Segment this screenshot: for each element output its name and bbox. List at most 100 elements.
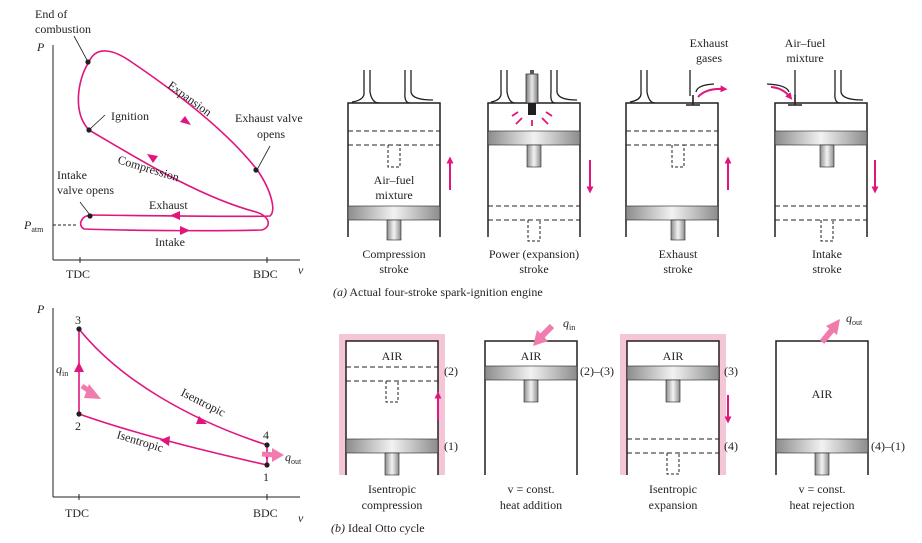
process-label-2: compression — [362, 498, 423, 512]
exhaust-valve-label-1: Exhaust valve — [235, 111, 303, 125]
intake-arrow — [180, 226, 190, 235]
end-combustion-label-1: End of — [35, 7, 67, 21]
ideal-engine-heat-rejection: qout AIR (4)–(1) v = const. heat rejecti… — [775, 311, 905, 512]
expansion-label: Expansion — [165, 78, 214, 119]
q-out-arrow — [819, 328, 835, 344]
exhaust-path-label: Exhaust — [149, 198, 188, 212]
connecting-rod — [384, 452, 400, 476]
state-3-label: 3 — [75, 313, 81, 327]
piston — [484, 365, 578, 381]
air-label: AIR — [663, 349, 684, 363]
intake-valve-label-1: Intake — [57, 168, 87, 182]
caption-b: (b) Ideal Otto cycle — [331, 521, 425, 535]
ignition-leader — [89, 114, 106, 130]
dashed-rod — [666, 453, 680, 475]
dashed-rod — [385, 381, 399, 403]
expansion-arrow — [180, 116, 191, 125]
ideal-engine-isentropic-compression: AIR (2) (1) Isentropic compression — [339, 334, 458, 512]
connecting-rod — [526, 144, 542, 168]
stroke-label-1: Intake — [812, 247, 842, 261]
piston — [626, 365, 720, 381]
end-combustion-leader — [73, 35, 88, 61]
actual-v-axis-label: v — [298, 263, 304, 277]
process-label-1: v = const. — [798, 482, 845, 496]
intake-mixture-label-2: mixture — [786, 51, 823, 65]
engine-exhaust-stroke: Exhaust gases Exhaust stroke — [625, 36, 732, 276]
connecting-rod — [665, 379, 681, 403]
ideal-engine-isentropic-expansion: AIR (3) (4) Isentropic expansion — [620, 334, 738, 512]
stroke-label-2: stroke — [519, 262, 548, 276]
stroke-label-2: stroke — [812, 262, 841, 276]
dashed-rod — [671, 145, 685, 168]
intake-port — [490, 70, 516, 104]
cylinder-content-2: mixture — [375, 188, 412, 202]
intake-valve-label-2: valve opens — [57, 183, 114, 197]
stroke-label-1: Power (expansion) — [489, 247, 579, 261]
exhaust-port — [834, 70, 864, 104]
engine-intake-stroke: Air–fuel mixture Intake stroke — [766, 36, 879, 276]
state-1-dot — [264, 462, 270, 468]
air-label: AIR — [382, 349, 403, 363]
cylinder-walls — [625, 102, 719, 237]
patm-label: Patm — [23, 218, 44, 234]
connecting-rod — [386, 219, 402, 241]
q-out-arrow-head — [272, 448, 284, 462]
connecting-rod — [523, 379, 539, 403]
intake-path-label: Intake — [155, 235, 185, 249]
stroke-label-1: Compression — [362, 247, 425, 261]
exhaust-valve-label-2: opens — [257, 127, 285, 141]
stroke-label-2: stroke — [663, 262, 692, 276]
intake-port — [766, 70, 796, 96]
intake-valve-dot — [87, 213, 93, 219]
q-in-label: qin — [563, 316, 575, 332]
ideal-bdc-label: BDC — [253, 506, 278, 520]
exhaust-port — [404, 70, 434, 104]
caption-a: (a) Actual four-stroke spark-ignition en… — [333, 285, 543, 299]
piston — [487, 130, 581, 146]
intake-flow-arrow — [770, 86, 793, 100]
compression-arrow — [147, 154, 158, 163]
intake-valve-open — [788, 95, 802, 106]
dashed-rod — [387, 145, 401, 168]
cylinder-walls — [484, 340, 578, 475]
actual-cycle-loop — [77, 50, 274, 232]
mark-top: (2)–(3) — [580, 364, 614, 378]
ideal-p-axis-label: P — [36, 302, 45, 316]
q-out-label: qout — [846, 311, 863, 327]
ideal-tdc-label: TDC — [65, 506, 89, 520]
exhaust-gases-label-1: Exhaust — [690, 36, 729, 50]
exhaust-valve-open — [686, 95, 700, 106]
piston — [345, 438, 439, 454]
ideal-v-axis-label: v — [298, 511, 304, 525]
process-label-1: Isentropic — [368, 482, 416, 496]
cylinder-walls — [626, 340, 720, 475]
compression-label: Compression — [116, 152, 181, 184]
actual-pv-diagram: P v TDC BDC Patm End of combustion Ignit… — [23, 7, 304, 281]
q-out-arrow-head — [826, 319, 840, 335]
mark-bottom: (4)–(1) — [871, 439, 905, 453]
cylinder-walls — [487, 102, 581, 237]
cylinder-content-1: Air–fuel — [374, 173, 415, 187]
actual-tdc-label: TDC — [66, 267, 90, 281]
intake-valve-leader — [79, 201, 91, 216]
q-in-arrow — [538, 323, 555, 340]
exhaust-arrow — [170, 211, 180, 220]
state-2-dot — [76, 411, 82, 417]
mark-top: (3) — [724, 364, 738, 378]
mark-bottom: (1) — [444, 439, 458, 453]
dashed-rod — [527, 220, 541, 242]
connecting-rod — [670, 219, 686, 241]
compression-direction-arrow — [160, 436, 170, 446]
q-in-arrow-head — [84, 384, 101, 399]
cylinder-walls — [347, 102, 441, 237]
mark-bottom: (4) — [724, 439, 738, 453]
end-combustion-dot — [85, 59, 91, 65]
intake-mixture-label-1: Air–fuel — [785, 36, 826, 50]
air-label: AIR — [812, 387, 833, 401]
isentropic-upper-label: Isentropic — [179, 385, 228, 419]
stroke-label-1: Exhaust — [659, 247, 698, 261]
state-4-label: 4 — [263, 428, 269, 442]
compression-curve — [78, 413, 268, 466]
actual-p-axis-label: P — [36, 40, 45, 54]
piston — [347, 205, 441, 221]
